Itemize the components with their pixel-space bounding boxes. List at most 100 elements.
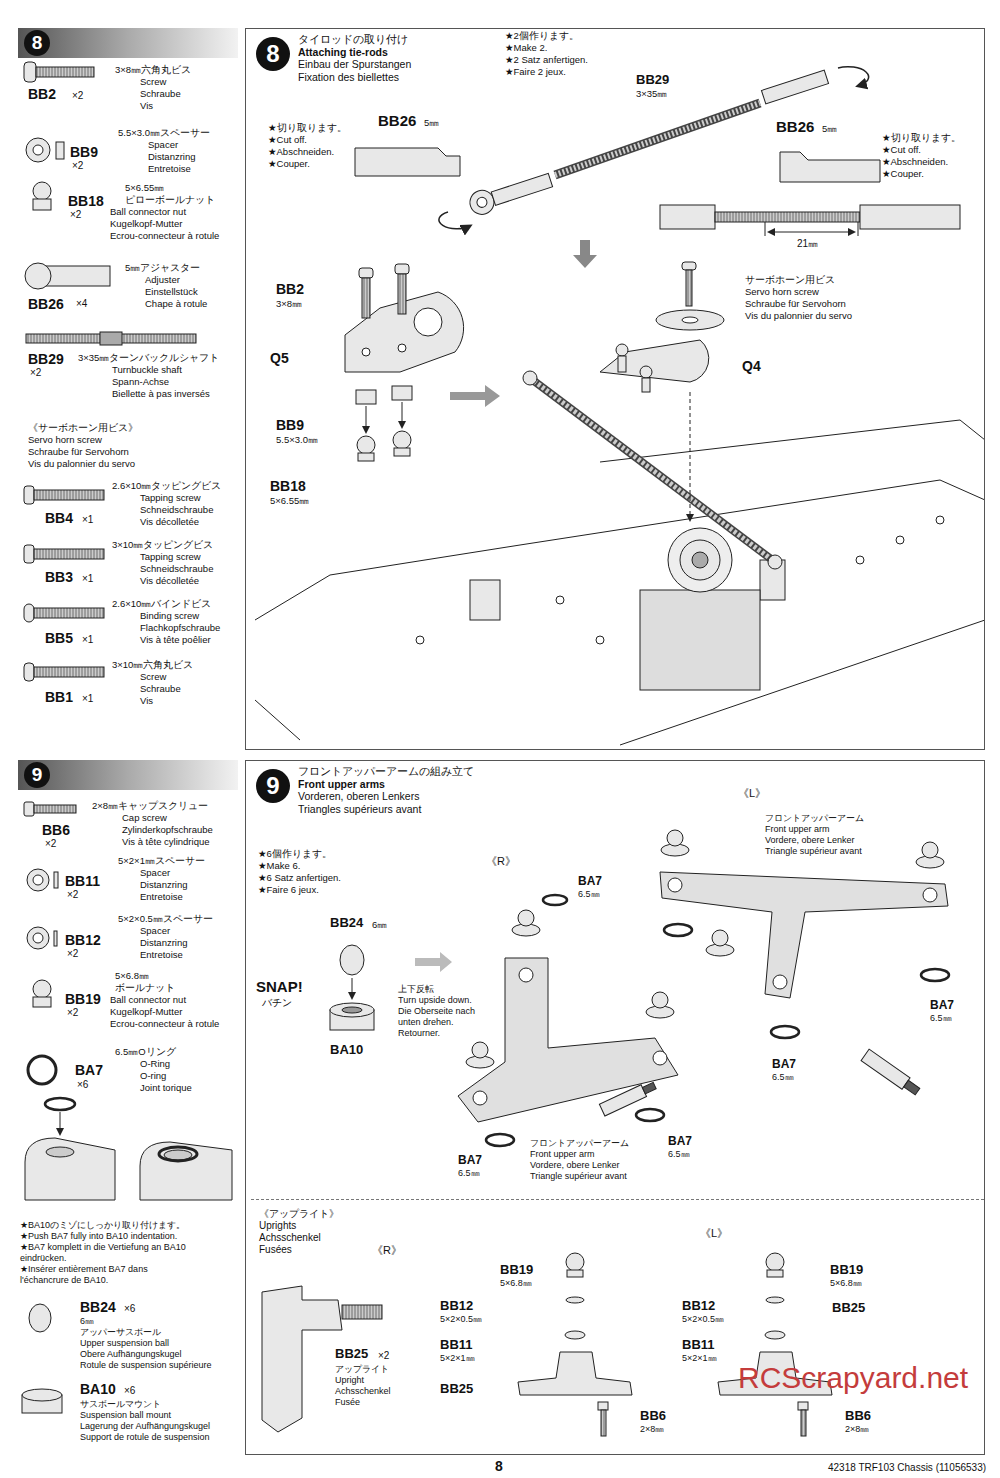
note-text: Entretoise [140, 949, 183, 960]
note-text: 《L》 [700, 1227, 728, 1240]
part-code: BB3 [45, 569, 73, 586]
note-text: ★Faire 6 jeux. [258, 884, 319, 895]
note-text: アッパーサスボール [80, 1327, 161, 1338]
sub-panel: 《アップライト》UprightsAchsschenkelFusées [251, 1199, 984, 1454]
part-code: BB19 [830, 1262, 863, 1278]
step-heading: Uprights [259, 1220, 339, 1232]
note-text: 2.6×10㎜バインドビス [112, 598, 211, 609]
note-text: Tapping screw [140, 492, 201, 503]
part-code: BB18 [68, 193, 104, 210]
part-code: BB6 [845, 1408, 871, 1424]
note-text: ×1 [82, 634, 93, 646]
note-text: ×4 [76, 298, 87, 310]
note-text: Entretoise [140, 891, 183, 902]
note-text: 6.5㎜ [930, 1013, 952, 1024]
note-text: Servo horn screw [745, 286, 819, 297]
note-text: 6.5㎜Oリング [115, 1046, 176, 1057]
note-text: 5×2×0.5㎜ [440, 1314, 482, 1325]
note-text: 21㎜ [797, 238, 818, 250]
note-text: Rotule de suspension supérieure [80, 1360, 212, 1371]
part-code: BB9 [70, 144, 98, 161]
note-text: Zylinderkopfschraube [122, 824, 213, 835]
part-code: BB2 [28, 86, 56, 103]
note-text: 2×8㎜ [640, 1424, 664, 1435]
note-text: ×2 [30, 367, 41, 379]
note-text: ★6個作ります。 [258, 848, 332, 859]
note-text: ★BA10のミゾにしっかり取り付けます。 [20, 1220, 185, 1231]
step-number: 8 [256, 37, 290, 71]
step-heading: Fixation des biellettes [298, 71, 411, 84]
note-text: Fusée [335, 1397, 360, 1408]
part-code: BB26 [776, 118, 814, 136]
note-text: Flachkopfschraube [140, 622, 220, 633]
heading-block: タイロッドの取り付けAttaching tie-rodsEinbau der S… [298, 33, 411, 83]
note-text: 《R》 [486, 855, 516, 868]
note-text: 5×2×1㎜ [682, 1353, 717, 1364]
part-code: BB11 [65, 873, 100, 890]
note-text: サーボホーン用ビス [745, 274, 835, 285]
note-text: RCScrapyard.net [738, 1360, 968, 1396]
part-code: BB25 [440, 1381, 473, 1397]
note-text: 5×6.55㎜ [125, 182, 164, 193]
note-text: Vis du palonnier du servo [28, 458, 135, 469]
part-code: SNAP! [256, 978, 303, 996]
part-code: BB12 [65, 932, 101, 949]
note-text: Servo horn screw [28, 434, 102, 445]
note-text: Vis [140, 695, 153, 706]
note-text: Vis décolletée [140, 516, 199, 527]
note-text: ★Abschneiden. [268, 146, 334, 157]
note-text: 上下反転 [398, 984, 434, 995]
note-text: ×2 [72, 160, 83, 172]
note-text: ×1 [82, 693, 93, 705]
part-code: BB6 [640, 1408, 666, 1424]
note-text: 6.5㎜ [578, 889, 600, 900]
note-text: Schraube [140, 88, 181, 99]
part-code: BB9 [276, 417, 304, 434]
heading-block: 《アップライト》UprightsAchsschenkelFusées [259, 1208, 339, 1256]
part-code: Q4 [742, 358, 761, 375]
note-text: 5×6.8㎜ [830, 1278, 862, 1289]
note-text: 5×2×1㎜ [440, 1353, 475, 1364]
note-text: Ecrou-connecteur à rotule [110, 1018, 219, 1029]
part-code: BB29 [636, 72, 669, 88]
note-text: Upright [335, 1375, 364, 1386]
note-text: 3×10㎜六角丸ビス [112, 659, 193, 670]
note-text: ×6 [124, 1385, 135, 1397]
note-text: Schneidschraube [140, 563, 213, 574]
note-text: Distanzring [148, 151, 196, 162]
note-text: Support de rotule de suspension [80, 1432, 210, 1443]
note-text: ★Make 2. [505, 42, 547, 53]
note-text: ボールナット [115, 982, 175, 993]
note-text: ×2 [67, 889, 78, 901]
note-text: Screw [140, 671, 166, 682]
note-text: Kugelkopf-Mutter [110, 218, 182, 229]
note-text: 《R》 [372, 1244, 402, 1257]
note-text: Triangle supérieur avant [765, 846, 862, 857]
note-text: Vordere, obere Lenker [530, 1160, 620, 1171]
note-text: 6㎜ [80, 1316, 94, 1327]
note-text: ★Make 6. [258, 860, 300, 871]
part-code: BB12 [440, 1298, 473, 1314]
note-text: サスボールマウント [80, 1399, 161, 1410]
step-heading: タイロッドの取り付け [298, 33, 411, 46]
note-text: Schraube für Servohorn [28, 446, 129, 457]
part-code: BA7 [578, 874, 602, 888]
note-text: Spacer [140, 867, 170, 878]
part-code: BB19 [500, 1262, 533, 1278]
note-text: バチン [262, 997, 292, 1009]
note-text: Chape à rotule [145, 298, 207, 309]
note-text: ★Insérer entièrement BA7 dans [20, 1264, 148, 1275]
note-text: ×2 [72, 90, 83, 102]
part-code: BA10 [80, 1381, 116, 1398]
step-heading: Fusées [259, 1244, 339, 1256]
note-text: 5.5×3.0㎜ [276, 434, 318, 445]
note-text: Schneidschraube [140, 504, 213, 515]
note-text: Vis à tête poêlier [140, 634, 211, 645]
note-text: ×6 [77, 1079, 88, 1091]
note-text: ★2 Satz anfertigen. [505, 54, 588, 65]
part-code: BA7 [772, 1057, 796, 1071]
note-text: ×1 [82, 514, 93, 526]
note-text: 6㎜ [372, 919, 387, 930]
note-text: ★2個作ります。 [505, 30, 579, 41]
note-text: ★Couper. [882, 168, 924, 179]
